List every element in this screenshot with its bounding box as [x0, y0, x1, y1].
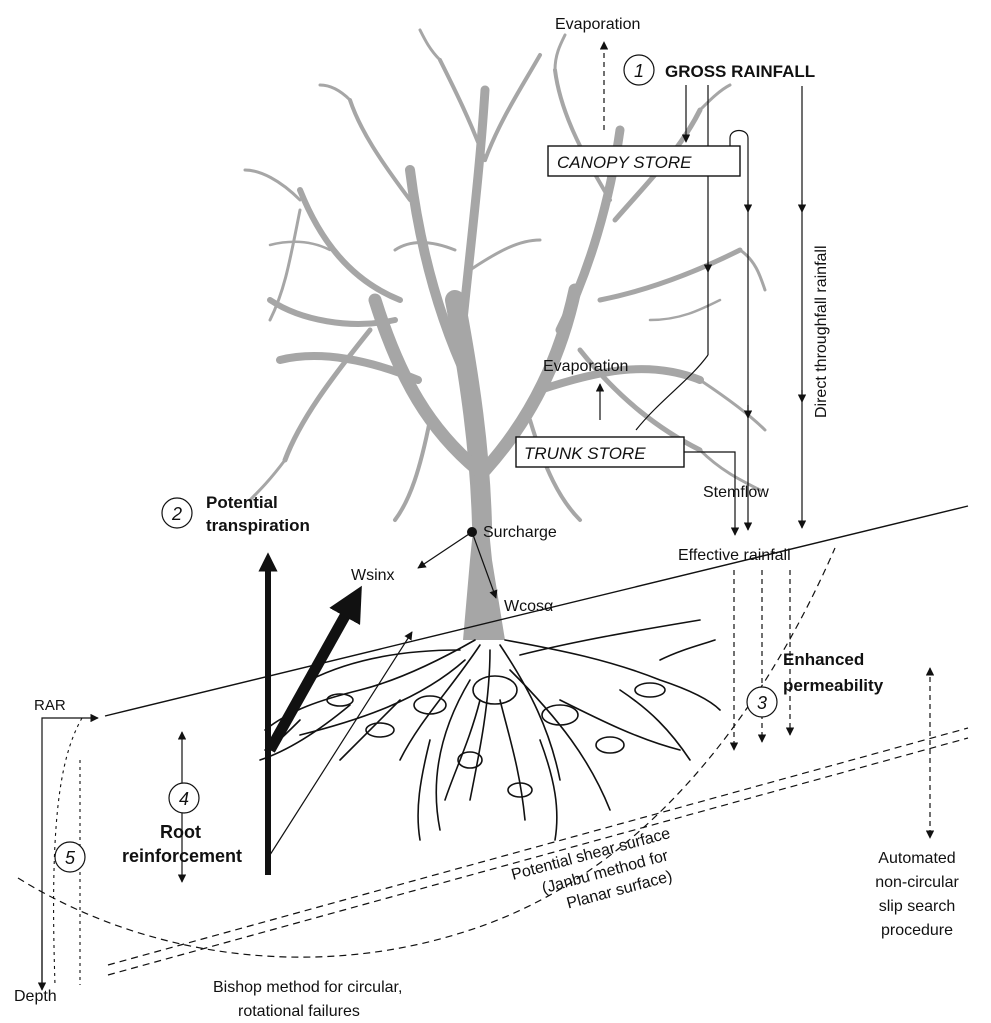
surcharge-point: [467, 527, 477, 537]
marker-3: 3: [757, 693, 767, 713]
effective-rainfall-label: Effective rainfall: [678, 547, 791, 564]
wcos-label: Wcosα: [504, 598, 553, 615]
automated-line2: non-circular: [875, 874, 959, 891]
automated-line3: slip search: [879, 898, 955, 915]
root-reinforcement-line1: Root: [160, 822, 201, 842]
marker-5: 5: [65, 848, 76, 868]
potential-transpiration-line1: Potential: [206, 493, 278, 512]
direct-throughfall-label: Direct throughfall rainfall: [813, 245, 830, 418]
marker-2: 2: [171, 504, 182, 524]
canopy-store-label: CANOPY STORE: [557, 153, 692, 172]
wsin-arrow: [418, 532, 472, 568]
transpiration-diagonal-arrow: [270, 598, 355, 750]
canopy-drip-arrow: [730, 131, 748, 531]
wsin-label: Wsinx: [351, 567, 395, 584]
root-reinforcement-line2: reinforcement: [122, 846, 242, 866]
enhanced-permeability-line2: permeability: [783, 676, 884, 695]
surcharge-label: Surcharge: [483, 524, 557, 541]
automated-line1: Automated: [878, 850, 955, 867]
marker-4: 4: [179, 789, 189, 809]
depth-label: Depth: [14, 988, 57, 1005]
gross-rainfall-label: GROSS RAINFALL: [665, 62, 815, 81]
bishop-method-line1: Bishop method for circular,: [213, 979, 402, 996]
trunk-store-label: TRUNK STORE: [524, 444, 646, 463]
evaporation-mid-label: Evaporation: [543, 358, 628, 375]
marker-1: 1: [634, 61, 644, 81]
rar-label: RAR: [34, 697, 66, 714]
root-thin-arrow: [268, 632, 412, 858]
automated-line4: procedure: [881, 922, 953, 939]
stemflow-label: Stemflow: [703, 484, 769, 501]
potential-transpiration-line2: transpiration: [206, 516, 310, 535]
evaporation-top-label: Evaporation: [555, 16, 640, 33]
enhanced-permeability-line1: Enhanced: [783, 650, 864, 669]
bishop-method-line2: rotational failures: [238, 1003, 360, 1020]
